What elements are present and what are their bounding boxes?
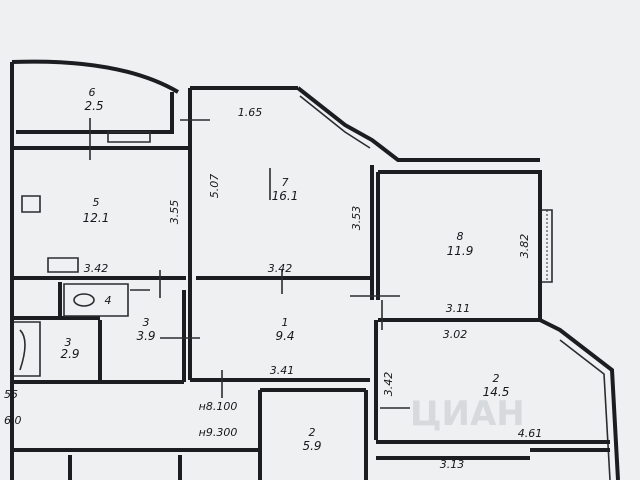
dim-3: 3.55 [168,200,181,225]
room-2b-number: 2 [309,426,316,439]
dim-9: 3.02 [443,328,468,341]
room-2b: 2 5.9 [302,426,321,453]
room-6-number: 6 [89,86,96,99]
room-3b: 3 2.9 [60,336,79,361]
room-2b-area: 5.9 [302,439,321,453]
room-1: 1 9.4 [275,316,294,343]
walls [10,59,620,480]
dim-12: 4.61 [518,427,543,440]
note-1: н8.100 [199,400,238,413]
dim-6: 3.42 [268,262,293,275]
dim-10: 3.41 [270,364,295,377]
room-6-area: 2.5 [84,99,103,113]
room-3: 3 3.9 [136,316,155,343]
dim-1: 1.65 [238,106,263,119]
room-1-number: 1 [282,316,289,329]
dim-11: 3.42 [382,372,395,397]
dim-4: 3.53 [350,206,363,231]
room-2-area: 14.5 [483,385,510,399]
room-7: 7 16.1 [272,176,299,203]
room-4: 4 [105,294,112,307]
room-5-area: 12.1 [83,211,110,225]
dim-2: 5.07 [208,174,221,199]
dimension-labels: 1.65 5.07 3.55 3.53 3.42 3.42 3.82 3.11 … [84,106,543,471]
watermark-text: ЦИАН [410,394,525,434]
dim-13: 3.13 [440,458,465,471]
room-5-number: 5 [93,196,100,209]
room-3b-number: 3 [65,336,72,349]
dim-5: 3.42 [84,262,109,275]
note-3: 55 [4,388,18,401]
notes: н8.100 н9.300 55 6.0 [4,388,237,439]
dim-7: 3.82 [518,234,531,259]
room-3b-area: 2.9 [60,347,79,361]
room-8-area: 11.9 [447,244,474,258]
room-6: 6 2.5 [84,86,103,113]
note-4: 6.0 [4,414,22,427]
room-8: 8 11.9 [447,230,474,258]
room-1-area: 9.4 [275,329,294,343]
room-8-number: 8 [457,230,464,243]
dim-8: 3.11 [446,302,471,315]
room-7-area: 16.1 [272,189,299,203]
room-7-number: 7 [282,176,289,189]
room-2: 2 14.5 [483,372,510,399]
room-5: 5 12.1 [83,196,110,225]
note-2: н9.300 [199,426,238,439]
room-3-area: 3.9 [136,329,155,343]
room-4-number: 4 [105,294,112,307]
room-3-number: 3 [143,316,150,329]
room-2-number: 2 [493,372,500,385]
